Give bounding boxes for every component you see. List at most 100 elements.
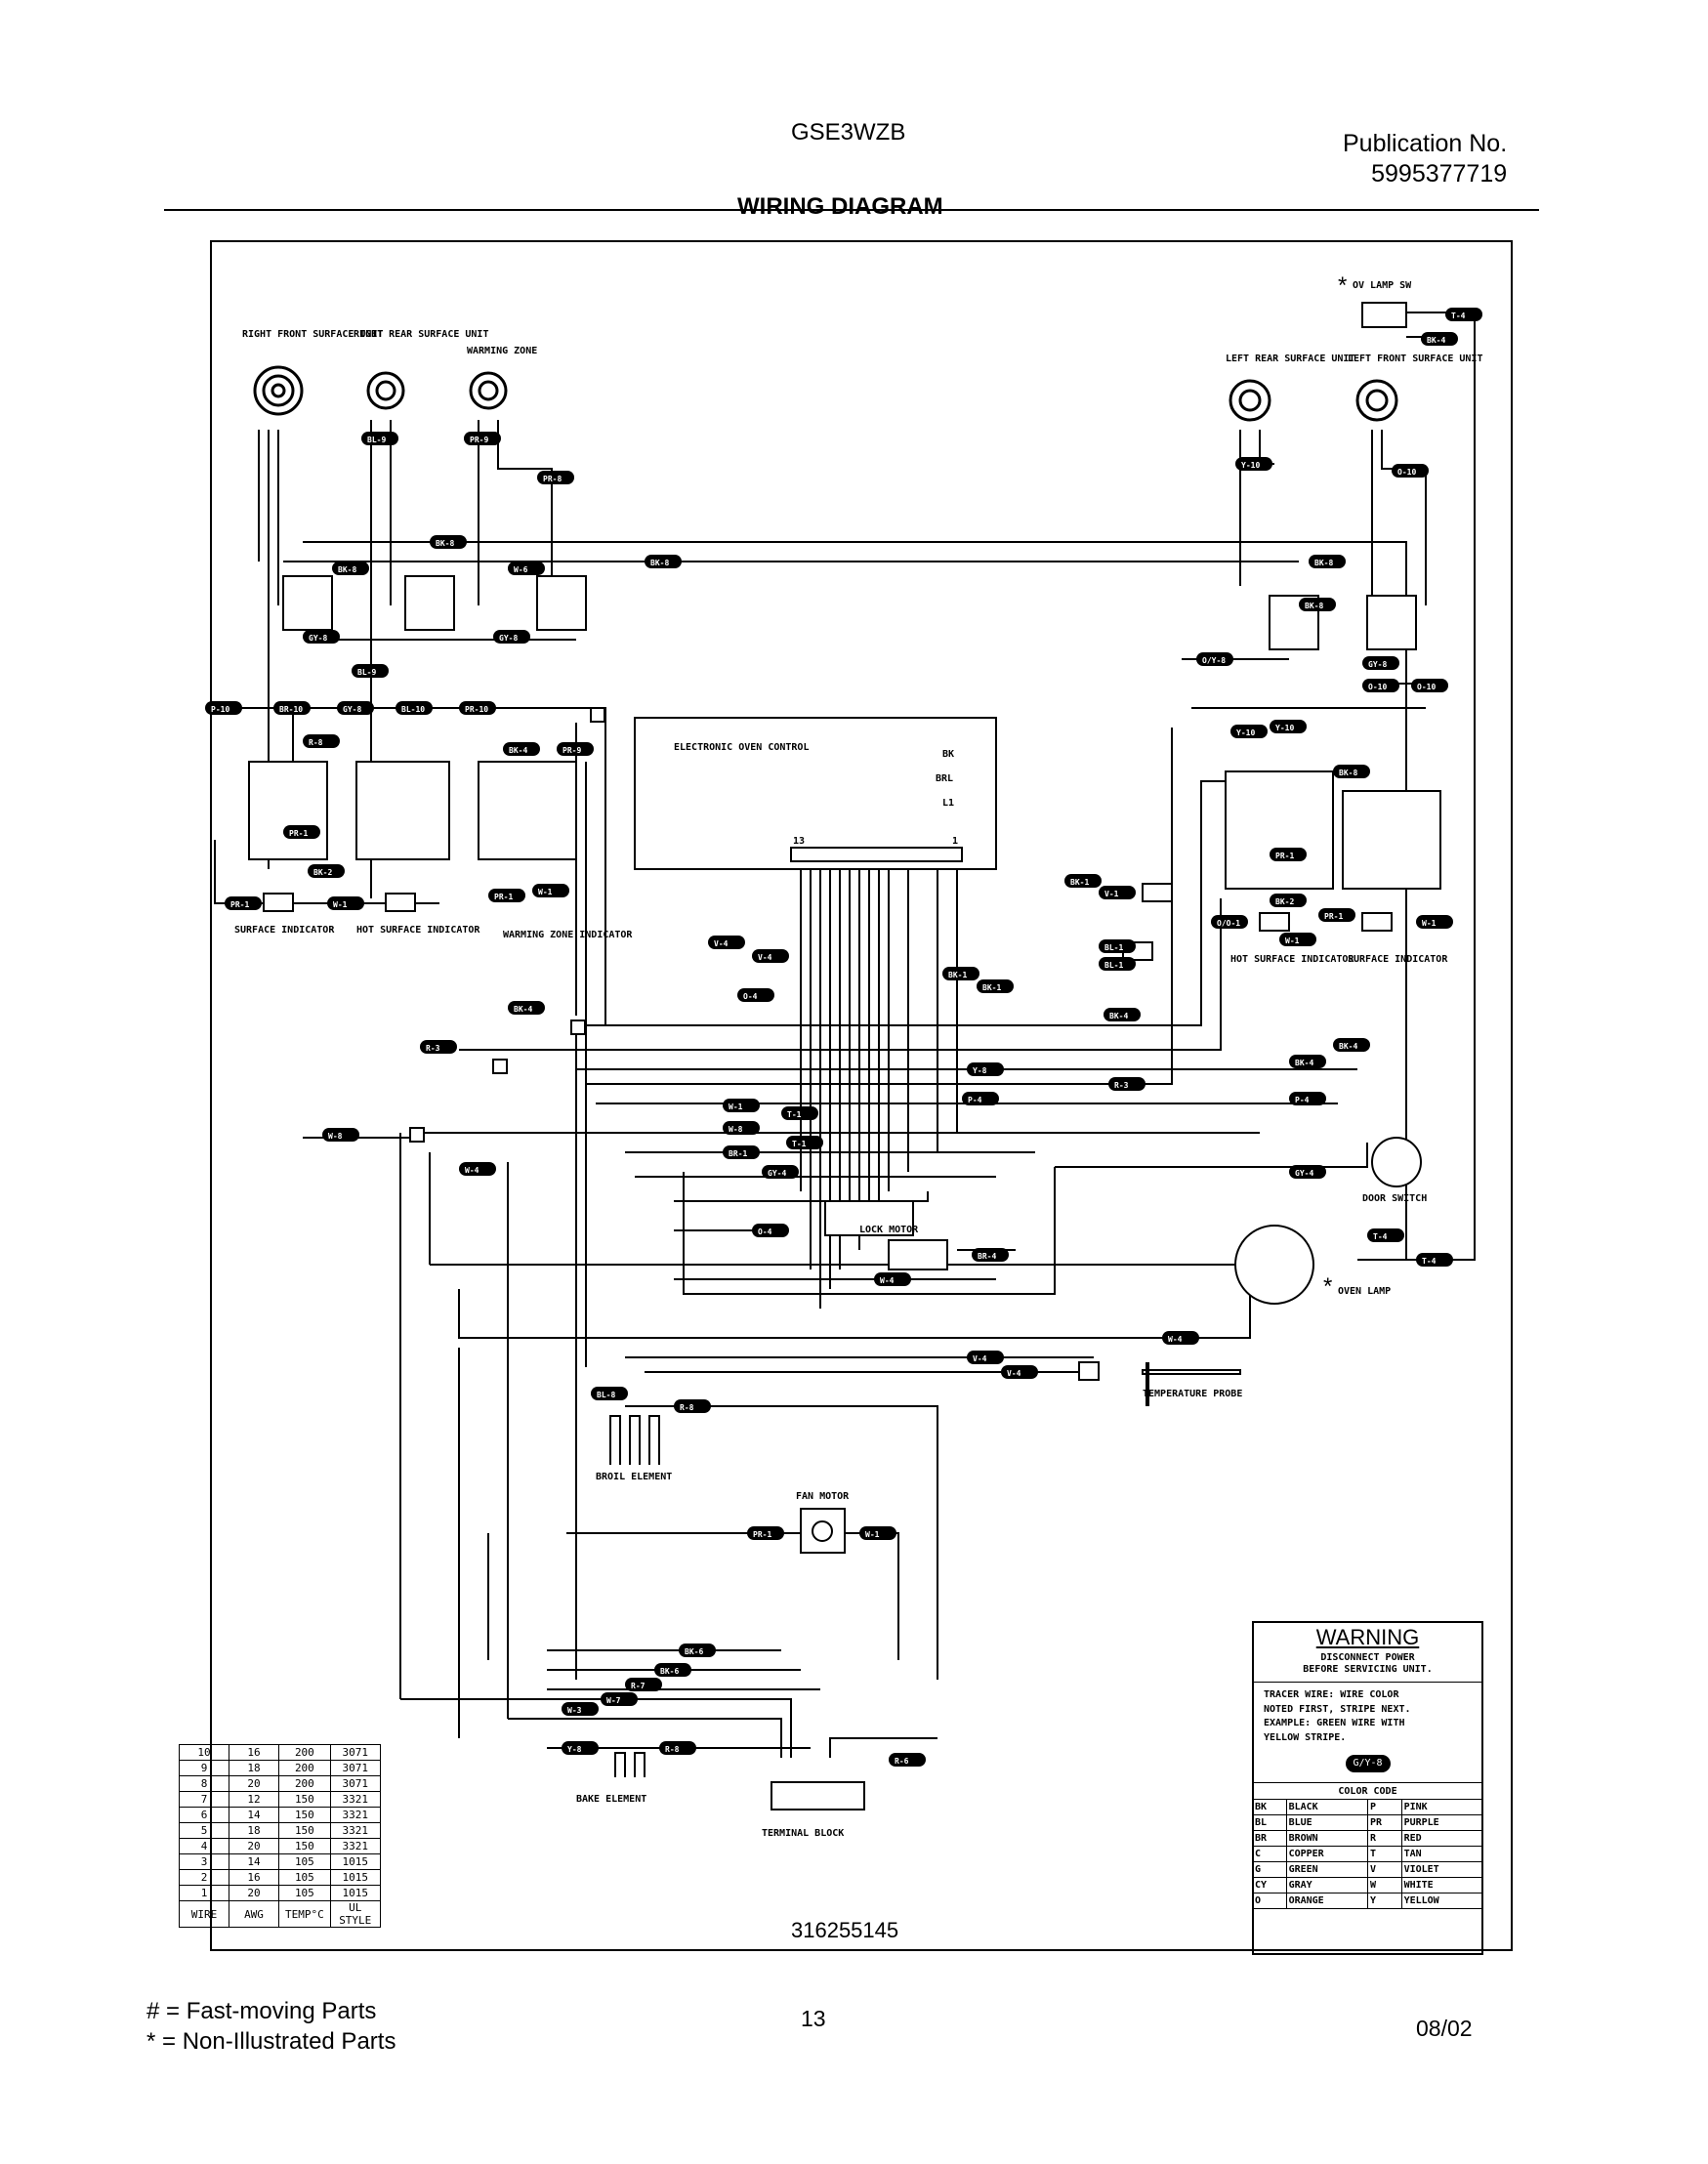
spd-bk-sw (1142, 883, 1173, 902)
svg-text:GY-8: GY-8 (1368, 660, 1387, 669)
wire-gauge-cell: 9 (179, 1760, 229, 1776)
surface-indicator-right-label: SURFACE INDICATOR (1348, 954, 1448, 965)
wire-tag: GY-8 (337, 701, 374, 715)
wire-tag: W-1 (1416, 915, 1453, 929)
wire-tag: W-4 (874, 1272, 911, 1286)
infinite-switches (248, 575, 1441, 890)
svg-text:BR-4: BR-4 (978, 1252, 996, 1261)
junction (570, 1020, 586, 1035)
svg-text:BK-8: BK-8 (1305, 602, 1323, 610)
color-code-cell: BLUE (1285, 1814, 1368, 1831)
wire-tag: W-3 (562, 1702, 599, 1716)
wire-tag: T-4 (1416, 1253, 1453, 1267)
wire-tag: W-1 (1279, 933, 1316, 946)
color-code-cell: T (1366, 1846, 1402, 1862)
svg-text:T-1: T-1 (792, 1140, 807, 1148)
svg-text:T-4: T-4 (1451, 312, 1466, 320)
svg-text:GY-8: GY-8 (499, 634, 518, 643)
svg-text:O-10: O-10 (1417, 683, 1436, 691)
svg-text:P-10: P-10 (211, 705, 229, 714)
surface-indicator-right (1361, 912, 1393, 932)
rr-surface-unit-icon (366, 371, 405, 410)
wire-gauge-cell: 16 (229, 1869, 279, 1886)
wire (575, 723, 606, 1680)
color-code-cell: G (1252, 1861, 1287, 1878)
wire-tag: P-10 (205, 701, 242, 715)
rr-surface-unit-label: RIGHT REAR SURFACE UNIT (354, 329, 488, 340)
svg-text:GY-4: GY-4 (768, 1169, 786, 1178)
wire-tag: PR-1 (283, 825, 320, 839)
wire-tag: PR-1 (1318, 908, 1355, 922)
svg-text:P-4: P-4 (968, 1096, 982, 1104)
wire-tag: R-7 (625, 1678, 662, 1691)
svg-text:R-3: R-3 (426, 1044, 440, 1053)
rr-surface-switch (355, 761, 450, 860)
svg-text:GY-8: GY-8 (343, 705, 361, 714)
svg-text:PR-1: PR-1 (494, 893, 513, 901)
wire-tag: R-3 (420, 1040, 457, 1054)
svg-text:PR-1: PR-1 (1275, 852, 1294, 860)
wire-tag: R-8 (659, 1741, 696, 1755)
wire-tag: BK-8 (1309, 555, 1346, 568)
wire-tag: BK-1 (942, 967, 979, 980)
wire (399, 1133, 509, 1738)
junction (492, 1059, 508, 1074)
junction (590, 707, 605, 723)
wire-tag: GY-8 (303, 630, 340, 644)
wire-tag: GY-4 (1289, 1165, 1326, 1179)
eoc-terminal-l1: L1 (942, 798, 954, 809)
wire-tag: BK-1 (1064, 874, 1102, 888)
wire-tag: W-7 (601, 1692, 638, 1706)
svg-text:R-8: R-8 (680, 1403, 694, 1412)
svg-text:V-4: V-4 (1007, 1369, 1021, 1378)
wire-tag: W-1 (723, 1099, 760, 1112)
bake-element-icon (614, 1752, 646, 1777)
header-rule (164, 209, 1539, 211)
wire-tag: BK-2 (308, 864, 345, 878)
svg-text:O-4: O-4 (758, 1228, 772, 1236)
lock-motor-box (824, 1200, 914, 1236)
svg-text:PR-8: PR-8 (543, 475, 562, 483)
wire-tag: V-4 (708, 936, 745, 949)
oven-components (771, 1137, 1422, 1810)
wire-tag: W-1 (532, 884, 569, 897)
svg-text:PR-1: PR-1 (289, 829, 308, 838)
wire-tag: O/Y-8 (1196, 652, 1233, 666)
publication-number: 5995377719 (1371, 160, 1508, 188)
wz-limit-switch (536, 575, 587, 631)
color-code-cell: GREEN (1285, 1861, 1368, 1878)
lr-surface-unit-label: LEFT REAR SURFACE UNIT (1226, 354, 1354, 364)
wire-tag: BK-4 (508, 1001, 545, 1015)
svg-text:PR-1: PR-1 (753, 1530, 771, 1539)
wire-tag: T-1 (786, 1136, 823, 1149)
wire-tag: BL-8 (591, 1387, 628, 1400)
wire-gauge-cell: 1015 (329, 1885, 381, 1901)
wire (478, 420, 553, 605)
svg-text:BK-4: BK-4 (1295, 1059, 1313, 1067)
wire-gauge-cell: 105 (278, 1885, 331, 1901)
wire-gauge-cell: 1 (179, 1885, 229, 1901)
example-wire-tag: G/Y-8 (1345, 1755, 1391, 1772)
lr-surface-unit-icon (1229, 379, 1271, 422)
svg-text:Y-10: Y-10 (1275, 724, 1294, 732)
wire-gauge-cell: 150 (278, 1838, 331, 1854)
svg-text:Y-10: Y-10 (1236, 728, 1255, 737)
door-switch-label: DOOR SWITCH (1362, 1193, 1427, 1204)
wire-gauge-cell: 3321 (329, 1791, 381, 1808)
wire (303, 1133, 421, 1139)
rf-limit-switch (282, 575, 333, 631)
wire-tag: V-4 (967, 1351, 1004, 1364)
electronic-oven-control-box (634, 717, 997, 870)
color-code-cell: V (1366, 1861, 1402, 1878)
wire-tag: Y-10 (1235, 457, 1272, 471)
wire-gauge-cell: 150 (278, 1807, 331, 1823)
wire-tag: BK-8 (1299, 598, 1336, 611)
wire-gauge-cell: 10 (179, 1744, 229, 1761)
color-code-cell: ORANGE (1285, 1893, 1368, 1909)
